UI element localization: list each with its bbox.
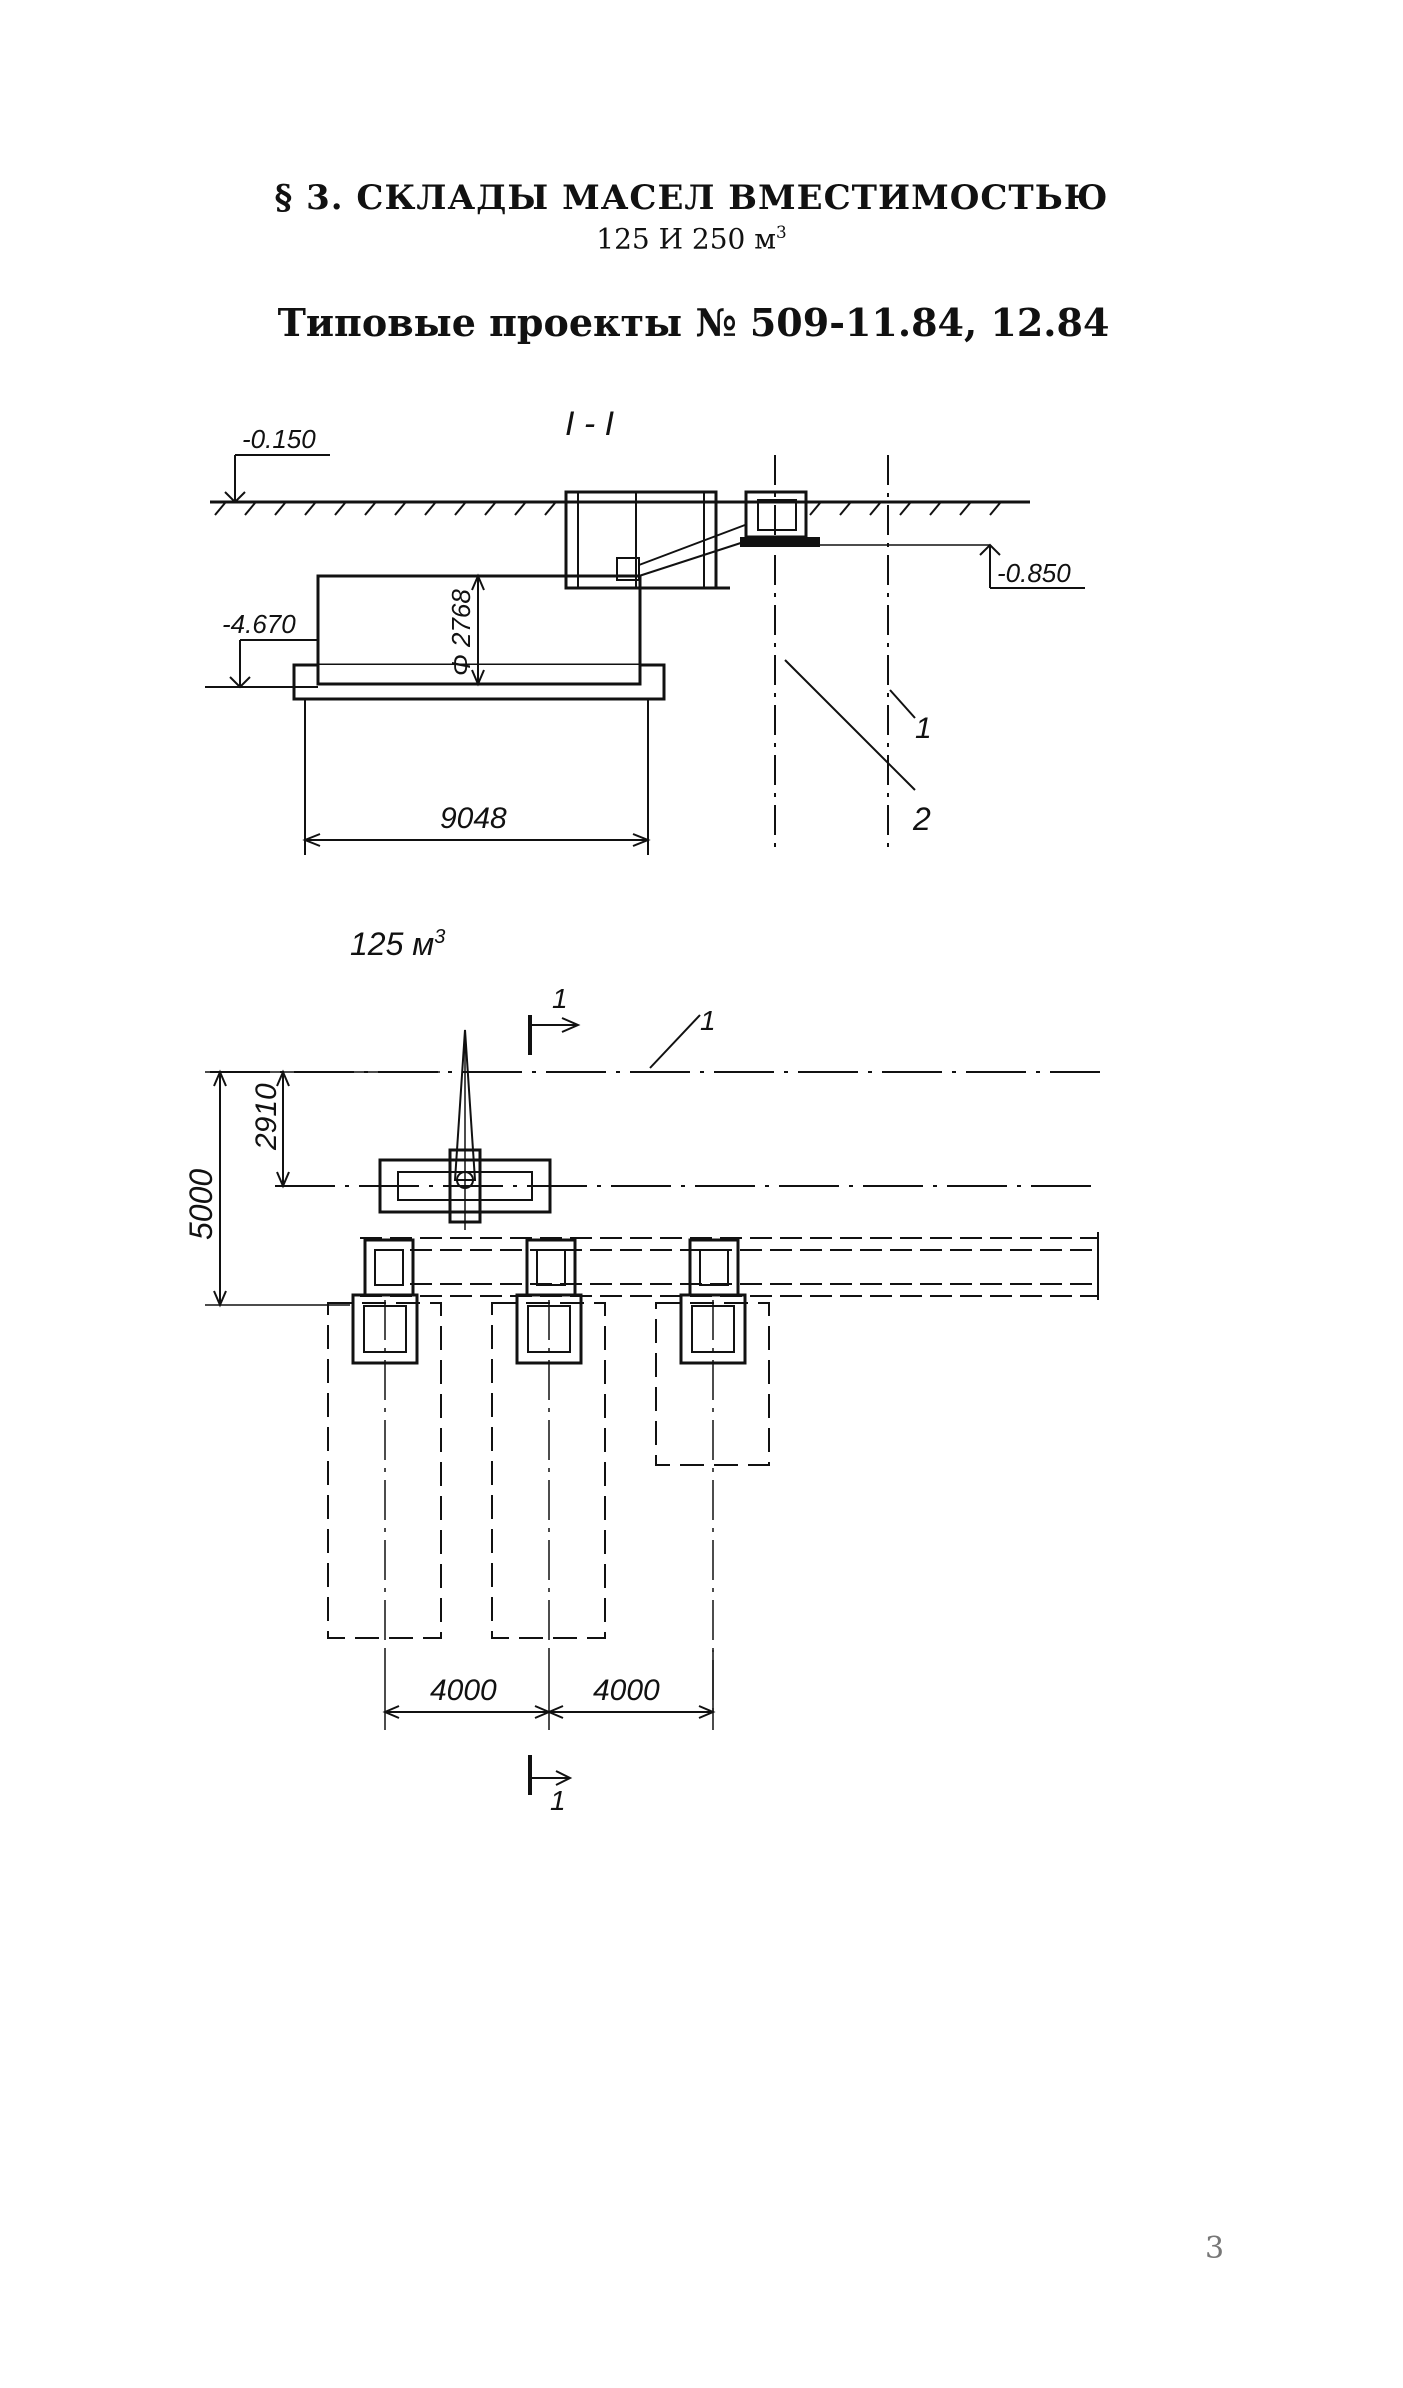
dim-right-label: 4000 bbox=[593, 1674, 660, 1707]
callout-1: 1 bbox=[915, 712, 932, 745]
plan-capacity-label: 125 м3 bbox=[350, 926, 445, 962]
cut-bottom-label: 1 bbox=[550, 1785, 566, 1816]
elevation-top-label: -0.150 bbox=[242, 424, 316, 454]
project-line: Типовые проекты № 509-11.84, 12.84 bbox=[277, 300, 1110, 345]
valve-well bbox=[740, 490, 820, 547]
elevation-right-label: -0.850 bbox=[997, 558, 1071, 588]
dim-partial-label: 2910 bbox=[250, 1083, 283, 1151]
vertical-dimensions: 5000 2910 bbox=[183, 1069, 440, 1308]
elevation-marker-bottom: -4.670 bbox=[205, 609, 318, 689]
section-cut-top: 1 bbox=[528, 983, 581, 1055]
plan-axis-callout: 1 bbox=[700, 1005, 716, 1036]
diameter-label: Φ 2768 bbox=[446, 589, 476, 676]
ground-hatching bbox=[214, 502, 1001, 516]
section-title: § 3. СКЛАДЫ МАСЕЛ ВМЕСТИМОСТЬЮ bbox=[274, 178, 1109, 218]
dim-left-label: 4000 bbox=[430, 1674, 497, 1707]
section-cut-bottom: 1 bbox=[528, 1755, 573, 1816]
diameter-dimension: Φ 2768 bbox=[446, 573, 485, 687]
dim-total-label: 5000 bbox=[183, 1169, 219, 1240]
valve-chamber-1 bbox=[363, 1238, 415, 1297]
tank-plan-1 bbox=[327, 1293, 442, 1650]
elevation-bottom-label: -4.670 bbox=[222, 609, 296, 639]
pipeline bbox=[638, 524, 751, 577]
valve-chamber-3 bbox=[688, 1238, 740, 1297]
length-dimension: 9048 bbox=[302, 700, 651, 855]
capacity-line: 125 И 250 м3 bbox=[596, 222, 787, 256]
plan-view: 125 м3 1 1 5000 2910 bbox=[183, 926, 1100, 1816]
pump-house bbox=[564, 490, 730, 590]
section-title-label: I - I bbox=[565, 405, 615, 443]
plan-pump-house bbox=[378, 1029, 552, 1230]
length-label: 9048 bbox=[440, 802, 507, 835]
section-view: I - I -0.150 bbox=[205, 405, 1085, 855]
callout-2: 2 bbox=[912, 801, 931, 837]
elevation-marker-right: -0.850 bbox=[820, 543, 1085, 589]
page-number: 3 bbox=[1205, 2231, 1224, 2266]
elevation-marker-top: -0.150 bbox=[224, 424, 330, 504]
cut-top-label: 1 bbox=[552, 983, 568, 1014]
valve-chamber-2 bbox=[525, 1238, 577, 1297]
tank-plan-2 bbox=[491, 1293, 606, 1650]
horizontal-dimensions: 4000 4000 bbox=[382, 1650, 716, 1730]
